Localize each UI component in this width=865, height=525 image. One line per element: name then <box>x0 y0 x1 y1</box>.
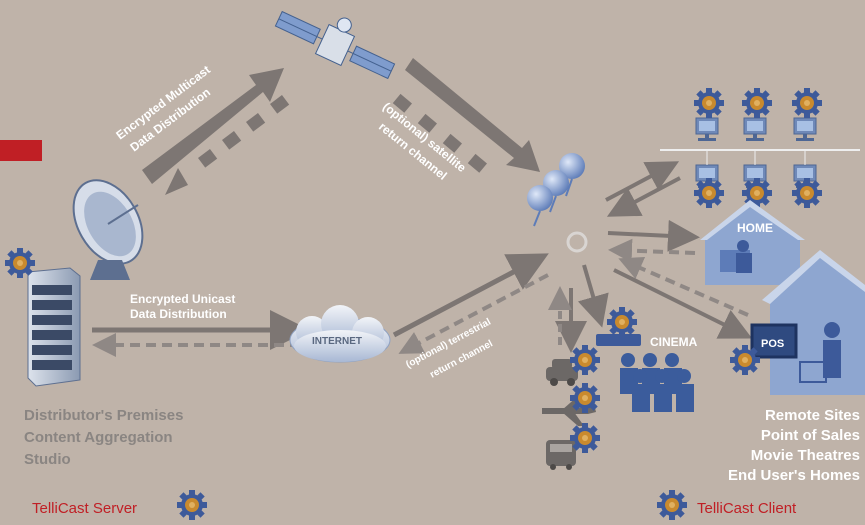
gear-icon <box>742 88 772 118</box>
gear-icon <box>792 88 822 118</box>
gear-icon <box>694 88 724 118</box>
unicast-label-1: Encrypted Unicast <box>130 292 235 306</box>
hub-ring <box>566 231 588 253</box>
cinema-icon <box>596 334 694 412</box>
distributor-label-3: Studio <box>24 451 71 468</box>
remote-label-4: End User's Homes <box>728 467 860 484</box>
cinema-arrows <box>577 264 609 328</box>
internet-cloud-icon <box>289 305 391 363</box>
satellite-return-dashed-arrow <box>392 93 487 173</box>
gear-icon <box>5 248 35 278</box>
car-icon <box>546 359 578 386</box>
pos-label: POS <box>761 338 784 350</box>
pos-icon <box>750 250 865 395</box>
terrestrial-dashed-arrow <box>398 273 549 354</box>
client-gear-icon <box>657 490 687 520</box>
gear-icon <box>730 345 760 375</box>
remote-label-3: Movie Theatres <box>751 447 860 464</box>
multicast-dashed-return-arrow <box>165 94 290 195</box>
gear-icon <box>570 383 600 413</box>
server-gear-icon <box>177 490 207 520</box>
client-label: TelliCast Client <box>697 500 797 517</box>
gear-icon <box>792 178 822 208</box>
internet-label: INTERNET <box>312 336 362 347</box>
satellite-icon <box>274 10 396 80</box>
gear-icon <box>570 423 600 453</box>
home-arrows <box>607 219 700 263</box>
brand-red-bar <box>0 140 42 161</box>
remote-label-2: Point of Sales <box>761 427 860 444</box>
cinema-label: CINEMA <box>650 335 698 349</box>
bus-icon <box>546 440 576 470</box>
pos-arrows <box>613 257 753 339</box>
receiver-dishes-icon <box>527 153 585 227</box>
gear-icon <box>607 307 637 337</box>
gear-icon <box>694 178 724 208</box>
distributor-label-1: Distributor's Premises <box>24 407 183 424</box>
server-rack-icon <box>27 267 81 387</box>
home-label: HOME <box>737 221 773 235</box>
gear-icon <box>570 345 600 375</box>
network-arrows <box>605 161 681 217</box>
terrestrial-return-arrow <box>392 253 549 338</box>
unicast-label-2: Data Distribution <box>130 307 227 321</box>
vehicle-arrows <box>548 286 587 353</box>
home-icon <box>700 200 805 285</box>
remote-label-1: Remote Sites <box>765 407 860 424</box>
multicast-uplink-arrow <box>142 68 284 184</box>
server-label: TelliCast Server <box>32 500 137 517</box>
network-computers-icon <box>695 117 817 189</box>
satellite-dish-icon <box>72 179 144 280</box>
satellite-downlink-arrow <box>405 58 540 172</box>
distributor-label-2: Content Aggregation <box>24 429 173 446</box>
